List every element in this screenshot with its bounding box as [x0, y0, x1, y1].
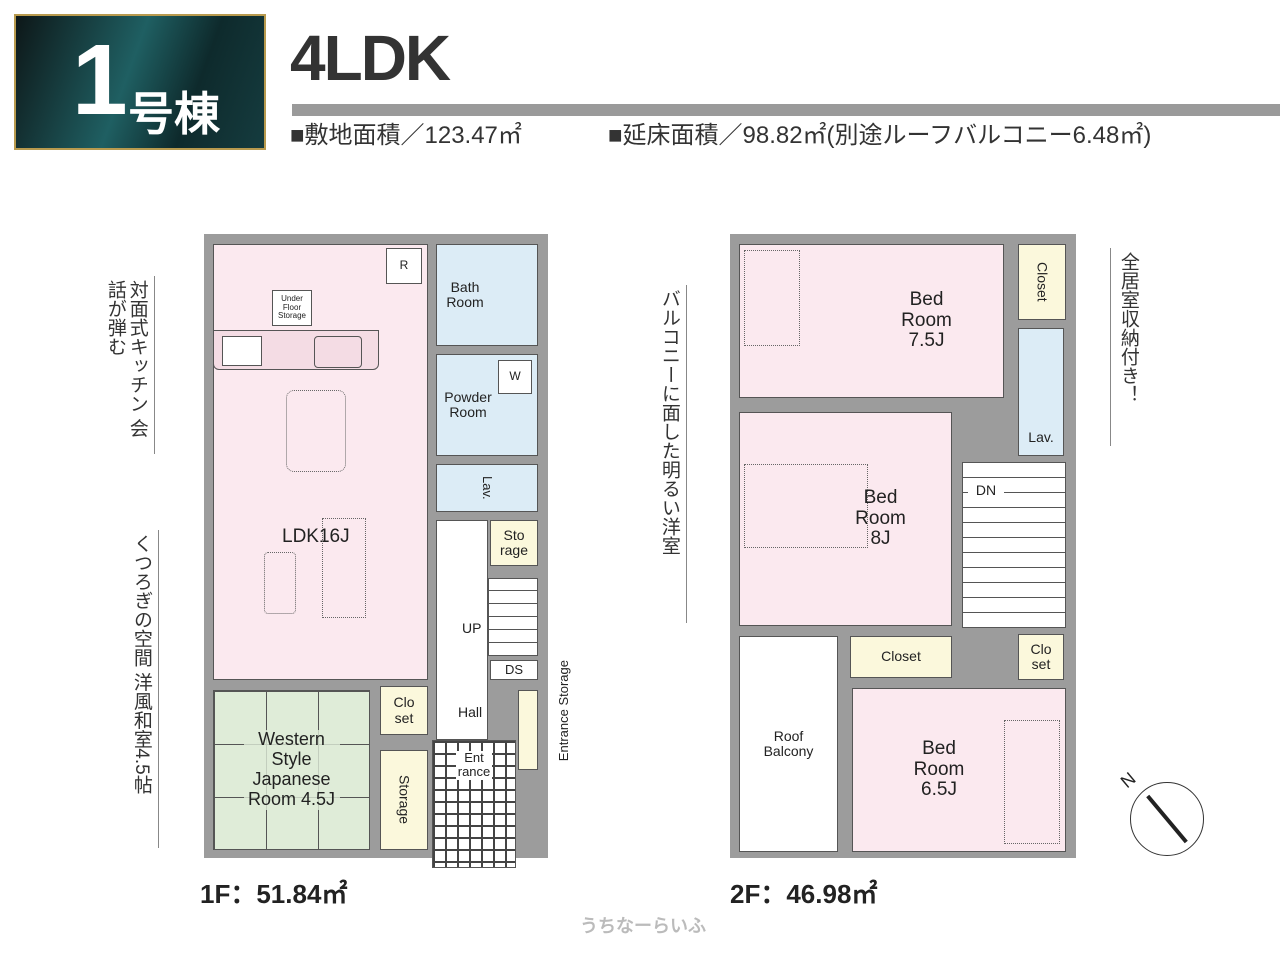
room-lav-1f: Lav. [436, 464, 538, 512]
stove-icon [222, 336, 262, 366]
compass-icon [1130, 782, 1204, 856]
room-roof-balcony: Roof Balcony [739, 636, 838, 852]
lav2-label: Lav. [1028, 428, 1054, 445]
stairs-1f[interactable] [488, 578, 538, 656]
room-closet-1f: Clo set [380, 686, 428, 735]
room-entrance-storage [518, 690, 538, 770]
room-entrance: Ent rance [432, 740, 516, 868]
bath-label: Bath Room [446, 278, 484, 310]
watermark: うちなーらいふ [580, 916, 706, 936]
bed-2 [744, 464, 868, 548]
compass-needle [1146, 794, 1188, 844]
closet-top-label: Closet [1034, 262, 1051, 302]
floor1-area-label: 1F：51.84㎡ [200, 879, 348, 909]
washer: W [498, 360, 532, 394]
callout-kitchen: 対面式キッチン 会話が弾む [98, 276, 155, 454]
closet-small-label: Clo set [1030, 640, 1052, 672]
storage-small-label: Sto rage [499, 526, 529, 558]
entrance-storage-label: Entrance Storage [556, 660, 571, 762]
coffee-table [264, 552, 296, 614]
room-japanese: Western Style Japanese Room 4.5J [213, 690, 370, 850]
floor2-area-label: 2F：46.98㎡ [730, 879, 878, 909]
sink-icon [314, 336, 362, 368]
room-ldk [213, 244, 428, 680]
room-lav-2f: Lav. [1018, 328, 1064, 456]
layout-title: 4LDK [290, 22, 451, 94]
japanese-label: Western Style Japanese Room 4.5J [243, 729, 340, 810]
lav-label: Lav. [480, 476, 496, 500]
building-number: 1 [72, 24, 128, 136]
callout-living: くつろぎの空間 洋風和室4.5帖 [124, 530, 159, 848]
up-label: UP [462, 620, 482, 636]
bed3-label: Bed Room 6.5J [913, 737, 965, 801]
compass-north-label: N [1116, 768, 1140, 792]
roof-balcony-label: Roof Balcony [763, 727, 814, 759]
dining-table [286, 390, 346, 472]
room-storage-small: Sto rage [490, 520, 538, 566]
room-closet-mid: Closet [850, 636, 952, 678]
hall-label: Hall [458, 704, 483, 720]
bed1-label: Bed Room 7.5J [901, 288, 952, 352]
under-floor-storage: Under Floor Storage [272, 290, 312, 326]
entrance-label: Ent rance [456, 750, 492, 780]
sofa [322, 518, 366, 618]
ldk-label: LDK16J [282, 526, 350, 547]
room-bath: Bath Room [436, 244, 538, 346]
callout-balcony: バルコニーに面した明るい洋室 [652, 285, 687, 623]
room-closet-top: Closet [1018, 244, 1066, 320]
dn-label: DN [968, 482, 1004, 502]
storage-label: Storage [396, 775, 413, 825]
callout-storage: 全居室収納付き！ [1110, 248, 1145, 446]
refrigerator: R [386, 248, 422, 284]
site-area: ■敷地面積／123.47㎡ [290, 122, 522, 149]
powder-label: Powder Room [444, 388, 492, 420]
floor-area: ■延床面積／98.82㎡(別途ルーフバルコニー6.48㎡) [608, 122, 1152, 149]
room-hall [436, 520, 488, 740]
bed-3 [1004, 720, 1060, 844]
room-bed-7-5: Bed Room 7.5J [739, 244, 1004, 398]
room-storage-1f: Storage [380, 750, 428, 850]
building-suffix: 号棟 [128, 88, 220, 140]
room-ds: DS [490, 660, 538, 680]
closet-label: Clo set [393, 694, 415, 726]
room-bed-6-5: Bed Room 6.5J [852, 688, 1066, 852]
building-badge: 1 号棟 [14, 14, 266, 150]
room-closet-small: Clo set [1018, 634, 1064, 680]
divider [292, 104, 1280, 116]
bed-1 [744, 250, 800, 346]
